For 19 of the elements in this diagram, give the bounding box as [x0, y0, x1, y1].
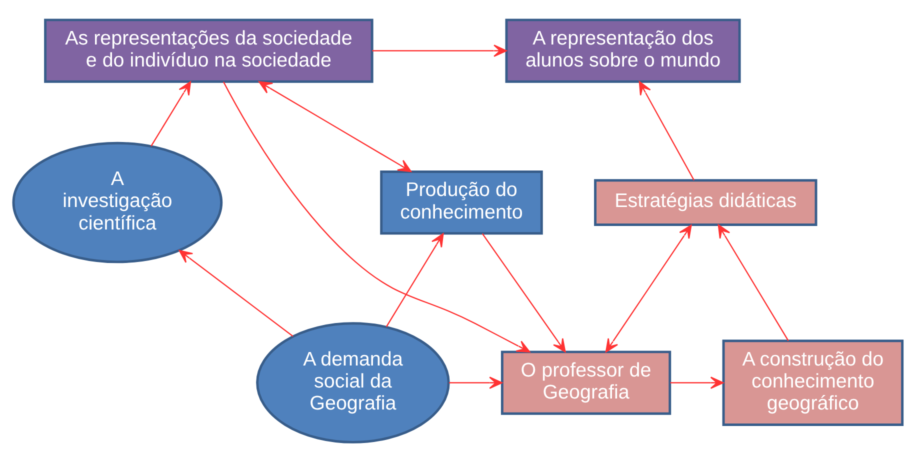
arrow [150, 80, 192, 146]
arrow [386, 232, 444, 327]
arrow [670, 376, 724, 388]
arrow [482, 232, 566, 352]
node-box: Estratégias didáticas [594, 178, 818, 226]
arrow [372, 44, 508, 56]
arrow [638, 80, 695, 180]
node-box: O professor de Geografia [500, 350, 672, 414]
node-box: A construção do conhecimento geográfico [722, 339, 904, 426]
node-ellipse: A demanda social da Geografia [256, 322, 450, 443]
node-box: A representação dos alunos sobre o mundo [505, 18, 741, 82]
arrow [258, 80, 412, 172]
arrow [222, 81, 530, 352]
node-box: As representações da sociedade e do indivíduo na sociedade [44, 18, 374, 82]
arrow [718, 224, 789, 341]
arrow [178, 249, 294, 336]
arrow [449, 376, 503, 388]
arrow [605, 224, 692, 352]
node-box: Produção do conhecimento [380, 170, 543, 234]
